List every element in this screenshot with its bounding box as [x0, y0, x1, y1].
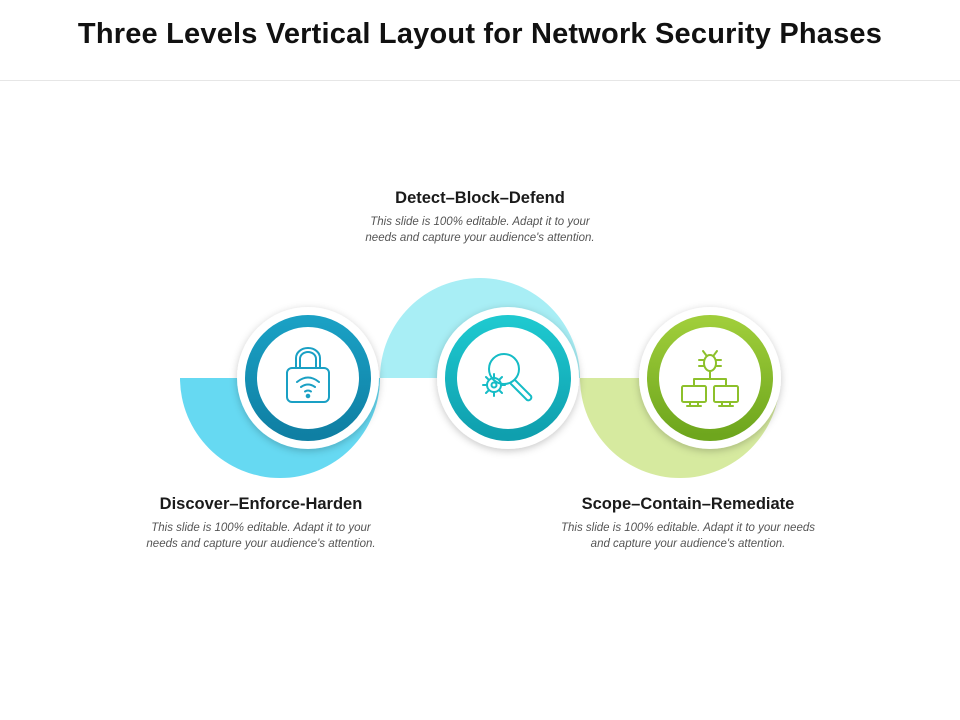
bug-network-icon	[681, 350, 739, 407]
phase-3-label: Scope–Contain–Remediate This slide is 10…	[552, 495, 824, 552]
phase-2-heading: Detect–Block–Defend	[395, 189, 565, 207]
phase-1-label: Discover–Enforce-Harden This slide is 10…	[136, 495, 386, 552]
phase-3-heading: Scope–Contain–Remediate	[581, 495, 795, 513]
phase-3-description: This slide is 100% editable. Adapt it to…	[561, 522, 815, 550]
title-divider	[0, 80, 960, 81]
search-gear-icon	[482, 353, 533, 402]
wifi-lock-icon	[286, 347, 330, 403]
phase-1-heading: Discover–Enforce-Harden	[159, 495, 363, 513]
phase-2-description: This slide is 100% editable. Adapt it to…	[365, 216, 595, 244]
page-title: Three Levels Vertical Layout for Network…	[77, 18, 883, 50]
phase-2-label: Detect–Block–Defend This slide is 100% e…	[360, 189, 600, 246]
phase-2-node	[437, 307, 579, 449]
phase-1-description: This slide is 100% editable. Adapt it to…	[146, 522, 376, 550]
